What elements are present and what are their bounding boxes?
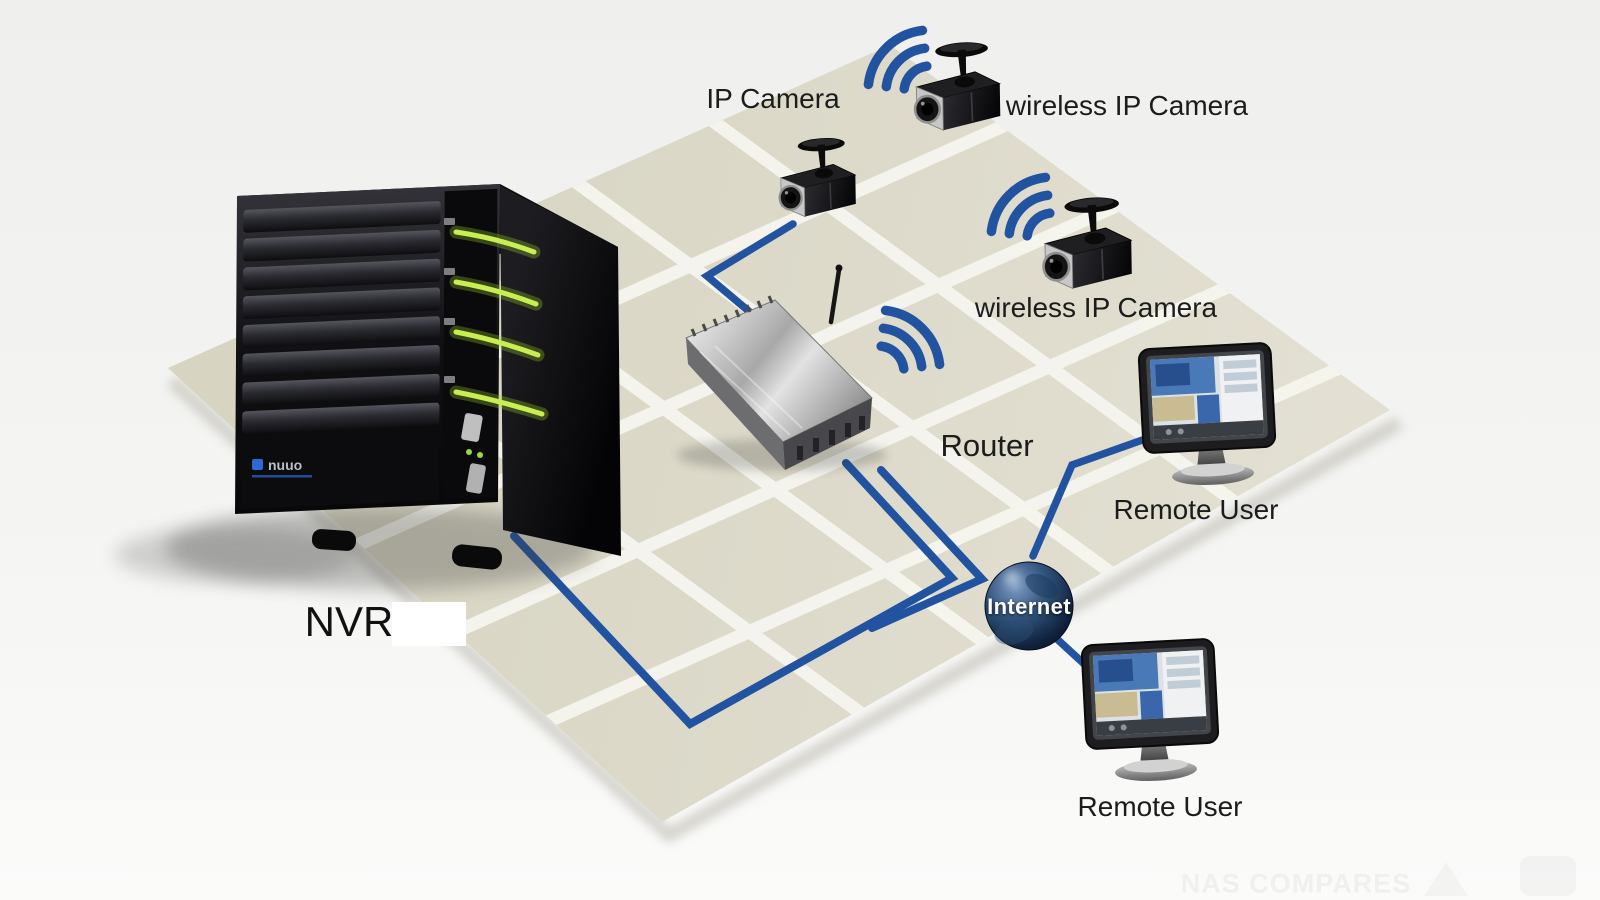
nvr-power-buttons bbox=[461, 413, 486, 494]
nvr-foot bbox=[451, 544, 503, 570]
watermark-logo-blob bbox=[1520, 856, 1576, 896]
nvr-led-lights bbox=[449, 225, 549, 421]
line-internet-to-remote-user-top bbox=[1029, 434, 1152, 560]
label-remote-user-bottom: Remote User bbox=[1077, 791, 1243, 822]
nvr-device: nuuo bbox=[115, 184, 621, 590]
router-heatsink-ridges bbox=[690, 295, 774, 337]
label-nvr: NVR bbox=[304, 598, 394, 645]
label-patch bbox=[392, 602, 466, 646]
nvr-brand: nuuo bbox=[252, 457, 312, 478]
label-ip-camera: IP Camera bbox=[706, 83, 840, 114]
nvr-front-face bbox=[235, 184, 500, 514]
internet-globe-icon bbox=[984, 561, 1074, 651]
line-router-to-internet bbox=[868, 466, 989, 632]
watermark-logo-triangle bbox=[1424, 862, 1468, 896]
router-icon bbox=[677, 264, 887, 471]
label-router: Router bbox=[940, 428, 1034, 463]
watermark-text: NAS COMPARES bbox=[1180, 868, 1412, 899]
nvr-side-face bbox=[500, 186, 621, 556]
router-ports bbox=[797, 416, 865, 460]
label-internet: Internet bbox=[987, 594, 1071, 619]
nvr-foot bbox=[311, 529, 357, 551]
label-remote-user-top: Remote User bbox=[1113, 494, 1279, 525]
nvr-brand-logo: nuuo bbox=[268, 457, 302, 473]
label-wireless-ip-camera-top: wireless IP Camera bbox=[1005, 90, 1249, 121]
line-nvr-to-router bbox=[510, 459, 959, 730]
router-antenna bbox=[828, 267, 842, 325]
nvr-bay-buttons bbox=[444, 218, 455, 383]
label-wireless-ip-camera-right: wireless IP Camera bbox=[974, 292, 1218, 323]
